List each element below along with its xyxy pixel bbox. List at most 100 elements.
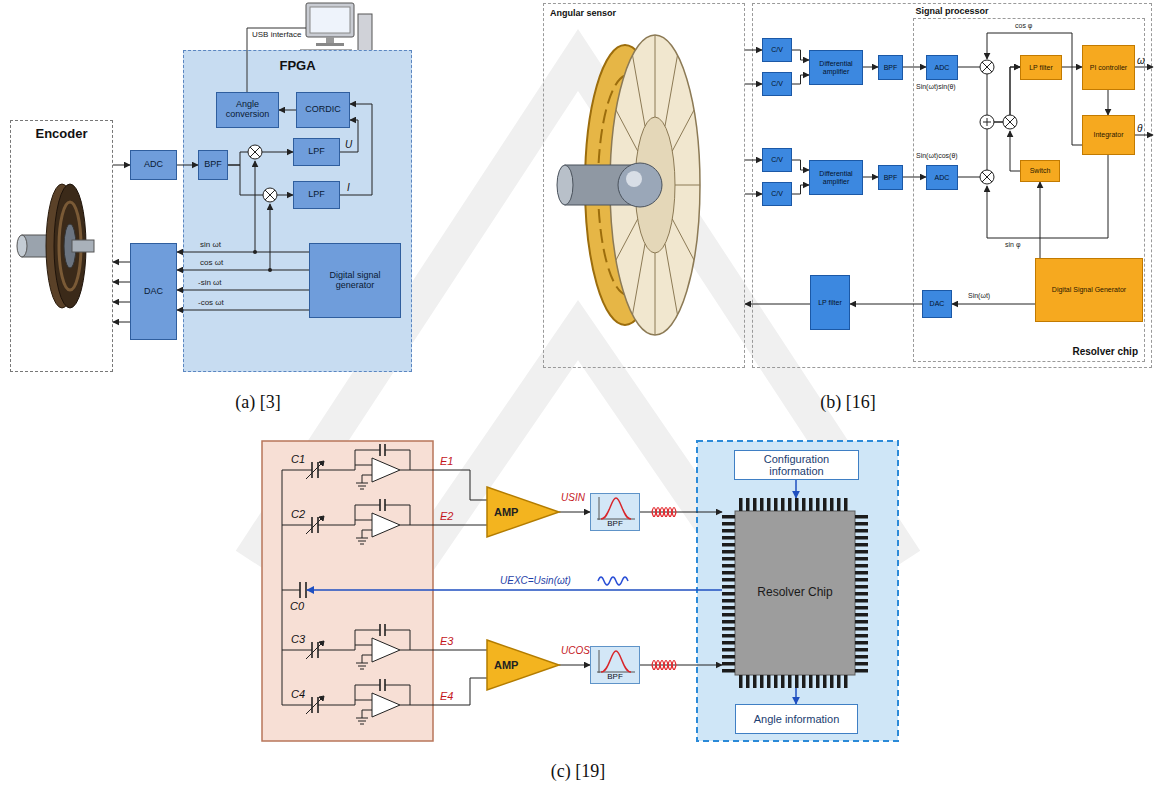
chip-pin: [722, 585, 735, 589]
summing-junction: [980, 115, 994, 129]
chip-pin: [823, 498, 827, 511]
chip-pin: [760, 675, 764, 688]
block-label: ADC: [144, 160, 163, 170]
connector: [795, 480, 797, 498]
output-name: θ: [1137, 123, 1142, 134]
angle-conversion-block: Angle conversion: [216, 92, 279, 128]
lpf-block: LPF: [293, 181, 340, 209]
resolver-chip: Resolver Chip: [722, 498, 868, 688]
capacitor-name: C4: [291, 688, 305, 700]
connector: [1108, 90, 1109, 115]
triangle-outline: [487, 487, 559, 537]
connector: [113, 165, 130, 166]
diff-amp-block: Differential amplifier: [809, 160, 863, 195]
chip-pin: [855, 564, 868, 568]
encoder-illustration: [17, 184, 94, 308]
block-label: ADC: [935, 174, 950, 182]
filter-curve: [601, 651, 631, 672]
triangle-outline: [487, 640, 559, 690]
block-label: AMP: [494, 659, 518, 671]
container-title: Signal processor: [753, 7, 1151, 17]
reference-wire: [270, 204, 271, 270]
resolver-chip-frame: Resolver chipADCLP filterPI controllerIn…: [913, 18, 1145, 362]
output-wires: [410, 470, 487, 705]
sensing-circuit-panel: [262, 441, 433, 741]
adc-block: ADC: [130, 150, 177, 180]
bpf-block: BPF: [878, 165, 903, 190]
chip-pin: [855, 522, 868, 526]
axis: [597, 650, 635, 673]
block-label: C/V: [771, 156, 783, 164]
block-label: DAC: [144, 287, 163, 297]
connector: [177, 252, 309, 253]
block-label: Resolver Chip: [757, 586, 832, 599]
multiplier-symbol: [980, 170, 994, 184]
block-label: C/V: [771, 46, 783, 54]
cv-channel: [282, 444, 410, 489]
multiplier-symbol: [1003, 115, 1017, 129]
chip-pin: [816, 675, 820, 688]
pi-controller-block: PI controller: [1082, 45, 1135, 90]
chip-pin: [855, 641, 868, 645]
connector: [792, 75, 809, 84]
chip-pin: [830, 498, 834, 511]
excitation-wire: [307, 589, 722, 590]
panel-caption: (a) [3]: [235, 393, 280, 413]
interface-label: USB interface: [252, 31, 301, 40]
connector: [903, 67, 926, 68]
panel-caption: (b) [16]: [820, 393, 875, 413]
chip-pin: [855, 599, 868, 603]
multiplier-symbol: [248, 145, 262, 159]
reference-wire: [1010, 131, 1020, 171]
modulated-signal-icon: [652, 661, 676, 670]
signal-name: USIN: [561, 492, 585, 503]
connector: [958, 67, 1020, 177]
chip-pin: [746, 675, 750, 688]
chip-pin: [722, 613, 735, 617]
cv-channel: [282, 679, 410, 724]
chip-pin: [722, 564, 735, 568]
chip-pin: [795, 498, 799, 511]
common-bus: [282, 470, 300, 705]
chip-pin: [722, 550, 735, 554]
chip-pin: [722, 648, 735, 652]
reference-wire: [255, 161, 256, 252]
connector: [177, 310, 309, 311]
chip-pin: [739, 675, 743, 688]
chip-pin: [855, 529, 868, 533]
block-label: DAC: [930, 300, 945, 308]
chip-pin: [855, 557, 868, 561]
signal-label: -sin ωt: [198, 279, 222, 288]
connector: [850, 304, 922, 305]
block-label: LP filter: [818, 299, 842, 307]
diff-amp-block: Differential amplifier: [809, 50, 863, 85]
chip-pin: [855, 536, 868, 540]
signal-name: E4: [440, 690, 453, 702]
signal-label: sin ωt: [200, 241, 221, 250]
pc-tower: [358, 14, 372, 54]
chip-pin: [722, 669, 735, 673]
chip-pin: [753, 675, 757, 688]
signal-generator-block: Digital signal generator: [309, 243, 401, 318]
chip-pin: [855, 543, 868, 547]
bpf-block: BPF: [590, 646, 640, 684]
connector: [279, 110, 296, 111]
signal-name: Sin(ωt)sin(θ): [916, 83, 956, 91]
chip-pin: [722, 634, 735, 638]
processor-frame: Signal processorC/V C/V Differential ampli…: [752, 3, 1152, 368]
block-label: C/V: [771, 80, 783, 88]
block-label: Angle information: [754, 713, 840, 725]
encoder-frame: Encoder: [10, 120, 113, 372]
chip-pin: [774, 498, 778, 511]
output-wire: [1135, 67, 1153, 68]
capacitor-name: C2: [291, 508, 305, 520]
adc-block: ADC: [926, 165, 958, 190]
block-label: C/V: [771, 190, 783, 198]
chip-pin: [722, 543, 735, 547]
chip-pin: [760, 498, 764, 511]
chip-pin: [722, 599, 735, 603]
chip-pin: [722, 536, 735, 540]
chip-pin: [855, 578, 868, 582]
connector: [745, 84, 762, 85]
